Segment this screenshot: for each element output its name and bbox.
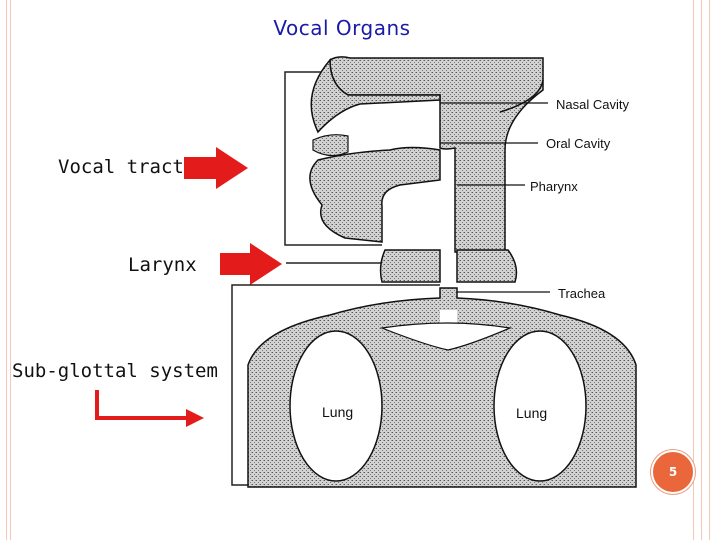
trachea-label: Trachea bbox=[558, 286, 606, 301]
lung-left-label: Lung bbox=[322, 404, 353, 420]
lung-right-label: Lung bbox=[516, 405, 547, 421]
slide-border-right bbox=[693, 0, 720, 540]
chest bbox=[247, 287, 637, 488]
slide-border-left-inner bbox=[10, 0, 11, 540]
larynx-shape bbox=[379, 249, 518, 283]
label-larynx: Larynx bbox=[128, 254, 197, 276]
pointer-lines bbox=[440, 102, 550, 293]
slide-border-left bbox=[0, 0, 7, 540]
slide-title: Vocal Organs bbox=[273, 16, 411, 40]
subglottal-arrow bbox=[95, 390, 204, 427]
label-vocal-tract: Vocal tract bbox=[58, 156, 184, 178]
label-subglottal-system: Sub-glottal system bbox=[12, 360, 218, 382]
larynx-arrow bbox=[220, 243, 282, 285]
head-neck bbox=[309, 56, 544, 253]
oral-cavity-label: Oral Cavity bbox=[546, 136, 611, 151]
pharynx-label: Pharynx bbox=[530, 179, 578, 194]
page-number-badge: 5 bbox=[651, 450, 695, 494]
vocal-tract-arrow bbox=[184, 147, 248, 189]
left-lung bbox=[289, 330, 383, 482]
nasal-cavity-label: Nasal Cavity bbox=[556, 97, 629, 112]
right-lung bbox=[493, 330, 587, 482]
